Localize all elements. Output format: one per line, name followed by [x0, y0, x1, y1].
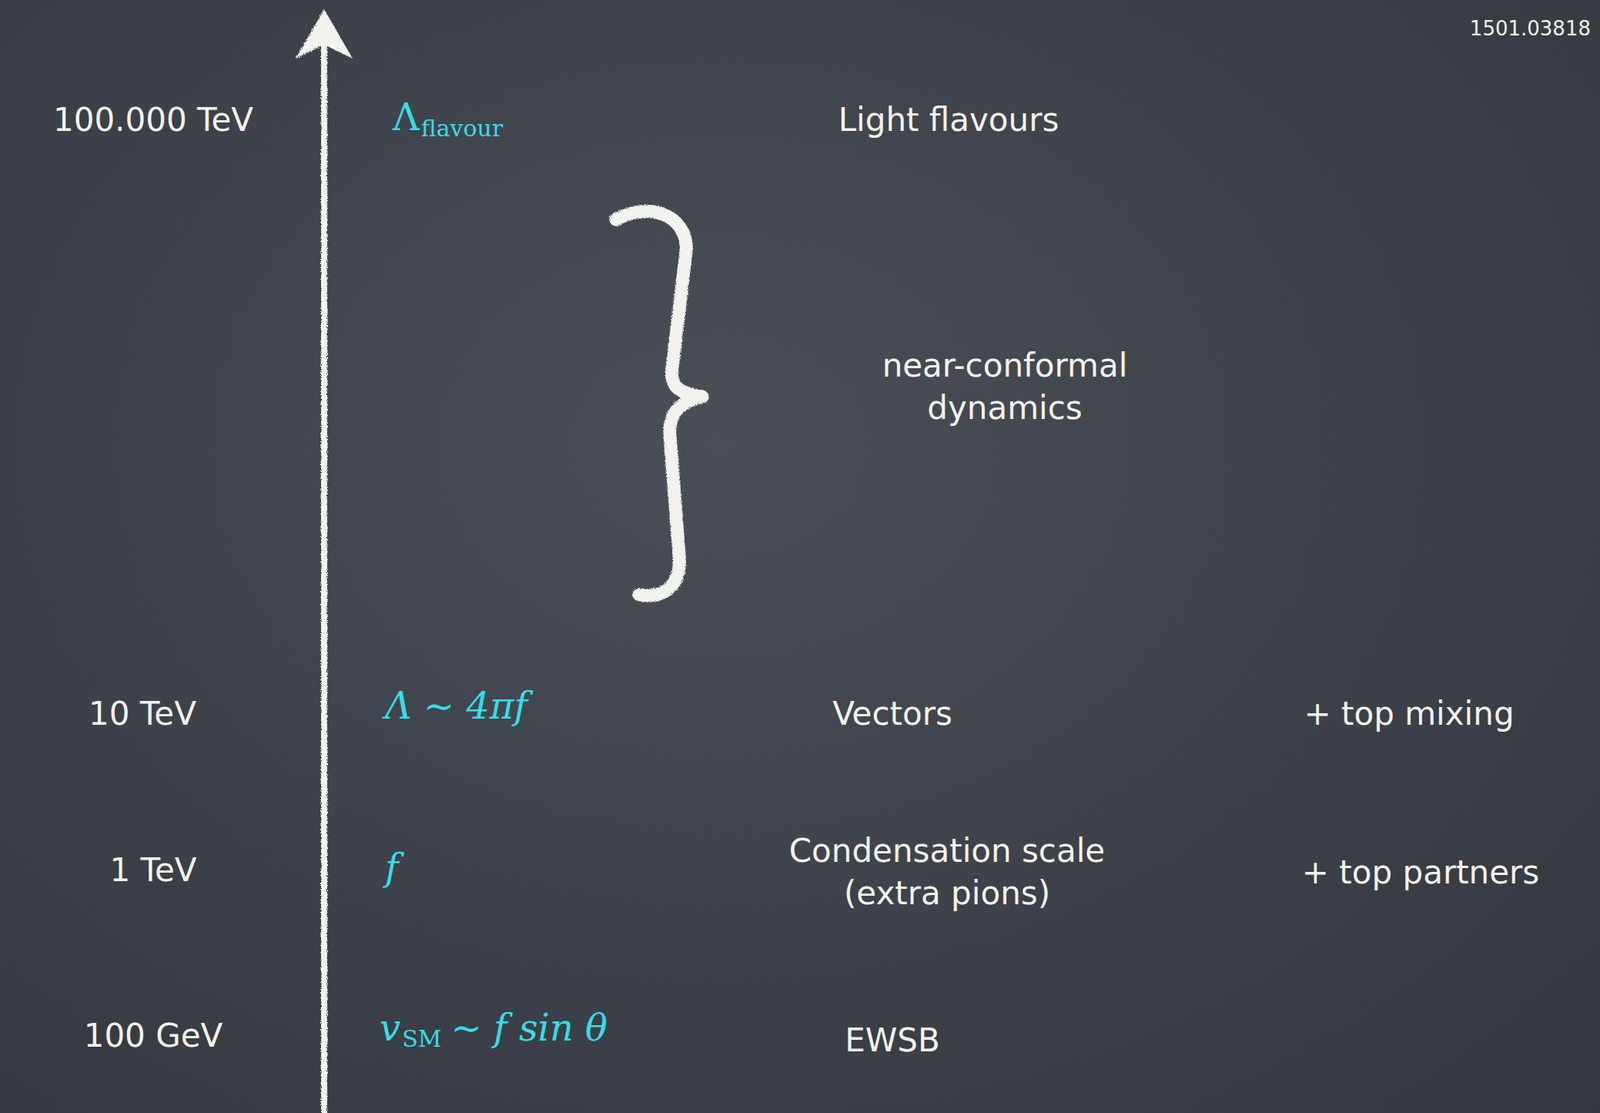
scale-symbol: v	[379, 1003, 401, 1052]
curly-brace	[615, 210, 703, 596]
scale-symbol: ∼ f sin θ	[450, 1003, 608, 1052]
scale-axis	[321, 42, 328, 1113]
regime-label: near-conformal dynamics	[839, 344, 1171, 429]
reference-id: 1501.03818	[1469, 16, 1591, 43]
note-label: + top mixing	[1303, 692, 1514, 736]
scale-subscript: flavour	[421, 113, 504, 144]
scale-value: 10 TeV	[88, 692, 197, 736]
scale-symbol: f	[384, 843, 399, 891]
regime-label: EWSB	[844, 1019, 941, 1062]
scale-value: 100 GeV	[83, 1014, 224, 1058]
scale-value: 1 TeV	[109, 849, 197, 892]
regime-label: Condensation scale (extra pions)	[754, 830, 1140, 914]
regime-label: Vectors	[832, 692, 953, 736]
regime-label: Light flavours	[838, 99, 1060, 142]
note-label: + top partners	[1302, 851, 1540, 894]
axis-arrowhead	[295, 9, 353, 59]
scale-symbol: Λ	[392, 93, 420, 141]
scale-symbol: Λ ∼ 4πf	[384, 681, 528, 730]
scale-subscript: SM	[401, 1023, 442, 1054]
scale-value: 100.000 TeV	[53, 99, 254, 142]
